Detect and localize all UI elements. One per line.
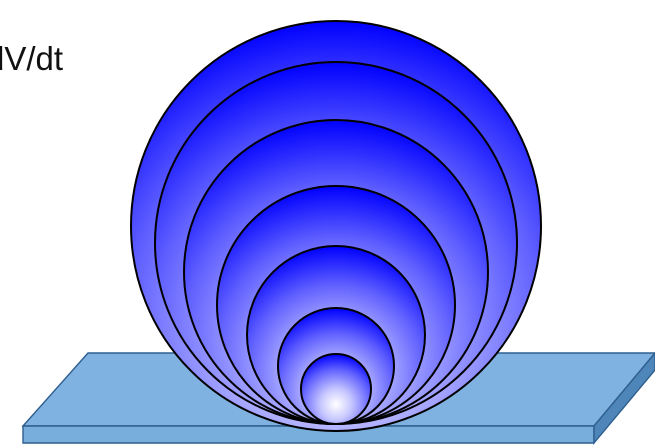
nested-spheres	[131, 21, 541, 431]
sphere-7	[301, 354, 371, 424]
